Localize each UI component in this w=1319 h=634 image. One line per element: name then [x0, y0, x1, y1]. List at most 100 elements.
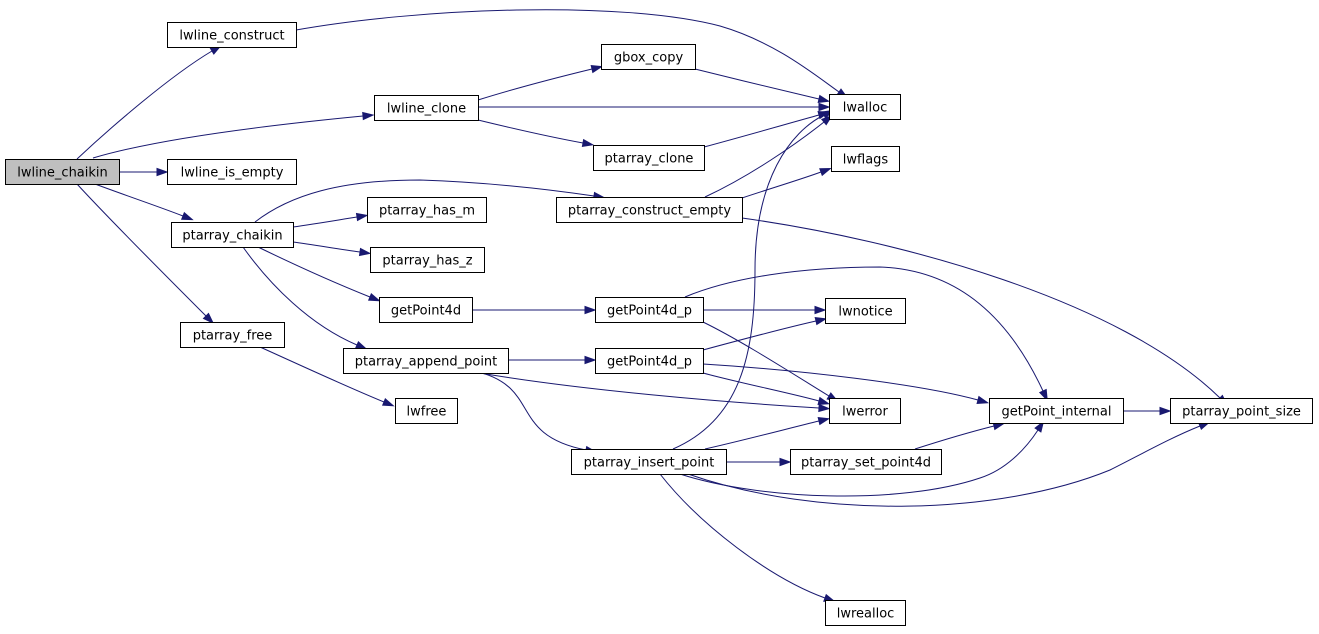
edge-line	[295, 9, 840, 93]
arrowhead-icon	[1159, 406, 1172, 416]
node-box	[171, 222, 294, 248]
node-label: lwline_chaikin	[17, 166, 108, 181]
edge-lwline_clone-to-ptarray_clone	[477, 119, 595, 148]
node-getPoint4d_p_a[interactable]: getPoint4d_p	[595, 297, 704, 323]
node-label: lwfree	[407, 405, 447, 420]
edge-lwline_chaikin-to-lwline_construct	[76, 45, 222, 160]
arrowhead-icon	[818, 102, 831, 112]
node-box	[395, 398, 458, 424]
node-lwerror[interactable]: lwerror	[829, 398, 901, 424]
edge-line	[672, 114, 825, 450]
node-box	[595, 297, 704, 323]
node-lwflags[interactable]: lwflags	[831, 146, 900, 172]
edge-line	[477, 68, 593, 101]
edge-getPoint4d-to-getPoint4d_p_a	[472, 305, 597, 315]
arrowhead-icon	[814, 305, 827, 315]
node-label: lwnotice	[838, 305, 892, 320]
node-getPoint4d_p_b[interactable]: getPoint4d_p	[595, 348, 704, 374]
node-box	[367, 197, 487, 223]
edge-line	[679, 429, 1039, 497]
edge-line	[741, 171, 822, 199]
node-ptarray_free[interactable]: ptarray_free	[180, 322, 285, 348]
node-box	[593, 145, 705, 171]
node-label: ptarray_free	[193, 329, 273, 344]
edge-getPoint_internal-to-ptarray_point_size	[1123, 406, 1172, 416]
edge-line	[914, 425, 995, 450]
edge-lwline_chaikin-to-ptarray_free	[76, 183, 215, 325]
node-box	[831, 146, 900, 172]
node-ptarray_insert_point[interactable]: ptarray_insert_point	[571, 449, 727, 475]
edge-line	[257, 246, 371, 298]
node-lwnotice[interactable]: lwnotice	[825, 298, 906, 324]
edge-getPoint4d_p_a-to-getPoint_internal	[684, 266, 1048, 402]
node-lwfree[interactable]: lwfree	[395, 398, 458, 424]
edge-lwline_clone-to-lwalloc	[478, 102, 831, 112]
node-box	[829, 94, 901, 120]
node-box	[5, 159, 120, 185]
edge-line	[254, 179, 595, 223]
nodes-layer: lwline_chaikin lwline_construct lwline_is_…	[5, 22, 1313, 626]
edge-line	[292, 216, 358, 228]
edge-line	[659, 473, 826, 599]
edge-getPoint4d_p_b-to-getPoint_internal	[702, 363, 990, 404]
node-lwalloc[interactable]: lwalloc	[829, 94, 901, 120]
node-label: lwflags	[843, 153, 889, 168]
node-gbox_copy[interactable]: gbox_copy	[601, 44, 696, 70]
node-getPoint4d[interactable]: getPoint4d	[379, 297, 473, 323]
node-box	[790, 449, 942, 475]
node-box	[167, 159, 297, 185]
node-ptarray_has_z[interactable]: ptarray_has_z	[370, 247, 485, 273]
edge-line	[704, 420, 820, 450]
node-ptarray_clone[interactable]: ptarray_clone	[593, 145, 705, 171]
arrowhead-icon	[581, 138, 595, 148]
node-lwline_clone[interactable]: lwline_clone	[374, 95, 479, 121]
node-label: ptarray_chaikin	[182, 229, 282, 244]
edge-getPoint4d_p_b-to-lwerror	[702, 372, 831, 405]
node-label: getPoint4d_p	[607, 304, 692, 319]
edge-lwline_construct-to-lwalloc	[295, 9, 849, 99]
edge-lwline_chaikin-to-ptarray_chaikin	[94, 183, 194, 221]
node-lwline_is_empty[interactable]: lwline_is_empty	[167, 159, 297, 185]
edge-line	[76, 183, 207, 317]
edge-line	[92, 115, 364, 159]
node-label: lwline_construct	[179, 29, 284, 44]
node-box	[556, 197, 743, 223]
edge-ptarray_append_point-to-lwerror	[479, 372, 831, 413]
node-ptarray_append_point[interactable]: ptarray_append_point	[343, 348, 509, 374]
node-label: lwline_clone	[387, 102, 466, 117]
node-box	[374, 95, 479, 121]
node-label: lwrealloc	[837, 607, 895, 622]
node-label: lwalloc	[843, 101, 888, 116]
node-box	[595, 348, 704, 374]
arrowhead-icon	[367, 292, 381, 302]
node-ptarray_construct_empty[interactable]: ptarray_construct_empty	[556, 197, 743, 223]
node-box	[989, 398, 1124, 424]
node-box	[571, 449, 727, 475]
node-label: ptarray_has_m	[379, 204, 475, 219]
arrowhead-icon	[381, 397, 395, 407]
node-box	[601, 44, 696, 70]
node-ptarray_set_point4d[interactable]: ptarray_set_point4d	[790, 449, 942, 475]
node-label: lwline_is_empty	[181, 166, 284, 181]
node-box	[379, 297, 473, 323]
edge-ptarray_append_point-to-getPoint4d_p_b	[508, 355, 597, 365]
arrowhead-icon	[976, 395, 990, 404]
node-ptarray_point_size[interactable]: ptarray_point_size	[1170, 398, 1313, 424]
arrowhead-icon	[817, 396, 831, 405]
edge-line	[259, 346, 385, 403]
node-label: ptarray_has_z	[382, 254, 472, 269]
edge-line	[702, 321, 830, 397]
edge-line	[687, 425, 1201, 507]
edge-line	[704, 121, 825, 198]
node-lwline_construct[interactable]: lwline_construct	[167, 22, 297, 48]
node-ptarray_has_m[interactable]: ptarray_has_m	[367, 197, 487, 223]
edge-line	[481, 372, 587, 451]
node-lwline_chaikin[interactable]: lwline_chaikin	[5, 159, 120, 185]
edge-ptarray_chaikin-to-getPoint4d	[257, 246, 381, 302]
node-getPoint_internal[interactable]: getPoint_internal	[989, 398, 1124, 424]
edge-ptarray_insert_point-to-lwerror	[704, 417, 831, 450]
edge-ptarray_insert_point-to-ptarray_point_size	[687, 421, 1211, 507]
node-lwrealloc[interactable]: lwrealloc	[825, 600, 906, 626]
edge-line	[94, 183, 184, 217]
node-ptarray_chaikin[interactable]: ptarray_chaikin	[171, 222, 294, 248]
